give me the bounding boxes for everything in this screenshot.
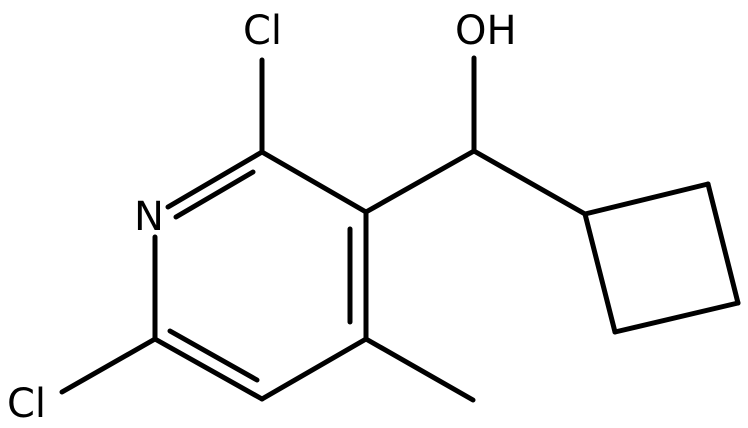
atom-label-cl-bottom: Cl (7, 381, 46, 427)
atom-label-n: N (134, 194, 164, 240)
bond-cyclobutyl-4 (582, 211, 618, 335)
bond-c5-c6-double (167, 328, 260, 383)
atom-label-oh: OH (455, 8, 517, 54)
atom-label-cl-top: Cl (243, 8, 282, 54)
bond-carbinol-cyclobutyl (471, 148, 588, 217)
bond-c4-c5 (259, 336, 369, 402)
bond-c2-n-double (173, 169, 256, 220)
bond-cyclobutyl-3 (612, 300, 741, 335)
bond-c6-cl (59, 336, 158, 395)
bond-c4-methyl (363, 336, 476, 403)
bond-cyclobutyl-2 (705, 181, 741, 306)
bond-c3-carbinol (363, 148, 477, 215)
bond-c2-c3 (259, 149, 369, 215)
bond-cyclobutyl-1 (582, 181, 711, 217)
bond-c5-c6 (152, 336, 265, 402)
bond-c2-n (165, 149, 265, 210)
